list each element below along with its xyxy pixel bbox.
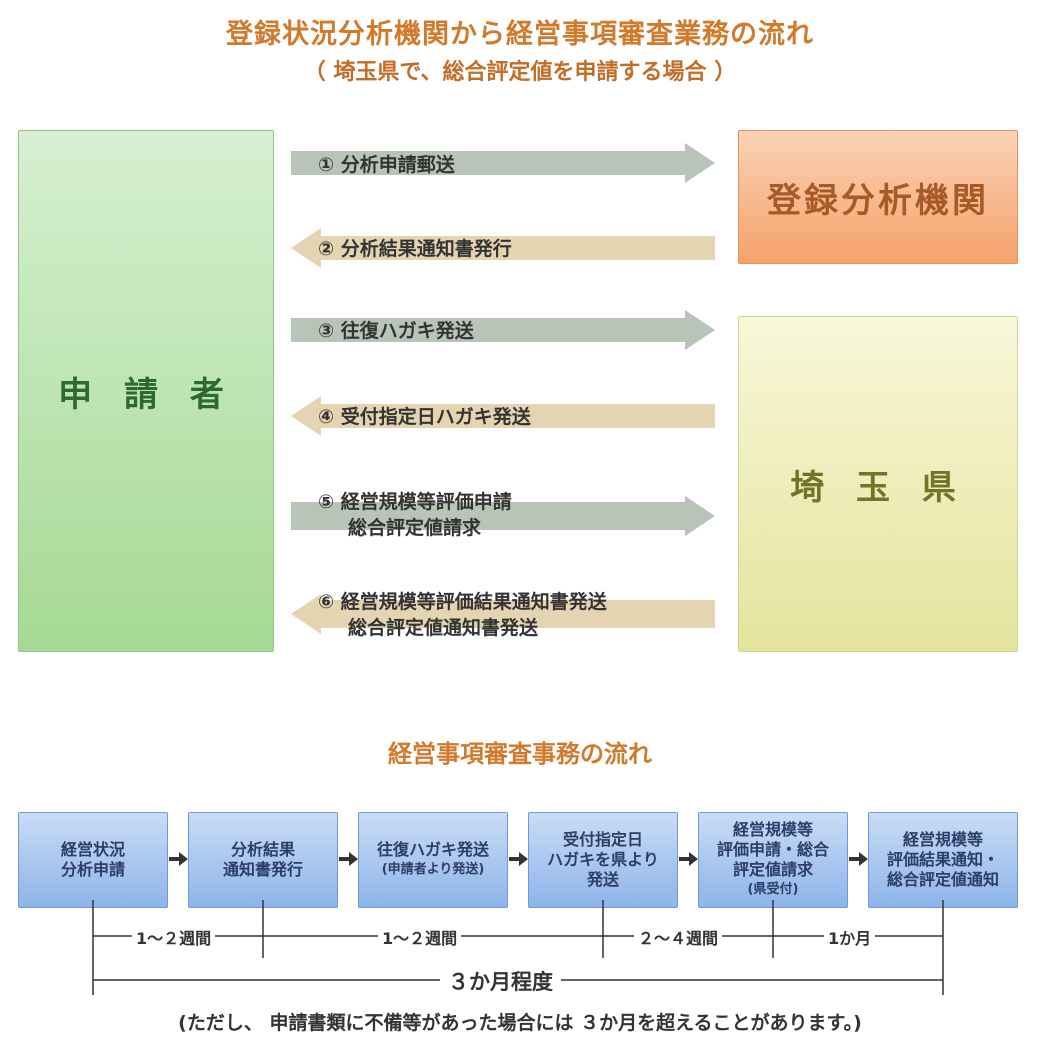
page-title: 登録状況分析機関から経営事項審査業務の流れ: [226, 19, 814, 50]
total-duration-label: ３か月程度: [440, 966, 561, 996]
flow-arrow-5: [291, 496, 715, 536]
registered-agency-box: 登録分析機関: [738, 130, 1018, 264]
process-step-6: 経営規模等評価結果通知・総合評定値通知: [868, 812, 1018, 908]
flow-arrows: [291, 143, 715, 634]
process-step-5: 経営規模等評価申請・総合評定値請求 (県受付): [698, 812, 848, 908]
flow-arrow-4: [291, 396, 715, 436]
process-step-text: 総合評定値通知: [886, 870, 999, 889]
flow-label-2: ② 分析結果通知書発行: [318, 238, 512, 260]
process-step-text: 往復ハガキ発送: [376, 840, 489, 859]
process-title: 経営事項審査事務の流れ: [388, 740, 652, 768]
step-arrow-icon: [169, 852, 188, 866]
process-step-1: 経営状況分析申請: [18, 812, 168, 908]
flow-arrow-1: [291, 143, 715, 183]
process-step-text: 経営規模等: [732, 820, 813, 839]
flow-arrow-2: [291, 228, 715, 268]
interval-label-1: 1～２週間: [132, 925, 216, 949]
step-arrow-icon: [679, 852, 698, 866]
applicant-box: 申 請 者: [18, 130, 274, 652]
flow-label-3: ③ 往復ハガキ発送: [318, 320, 474, 342]
step-arrow-icon: [849, 852, 868, 866]
process-step-text: ハガキを県より: [547, 850, 659, 869]
process-step-text: 評価結果通知・: [886, 850, 999, 869]
flow-label-4: ④ 受付指定日ハガキ発送: [318, 406, 531, 428]
flow-arrow-6: [291, 594, 715, 634]
agency-label: 登録分析機関: [767, 180, 989, 221]
step-arrow-icon: [339, 852, 358, 866]
footnote: (ただし、 申請書類に不備等があった場合には ３か月を超えることがあります。): [178, 1012, 862, 1034]
interval-label-2: 1～２週間: [378, 925, 462, 949]
process-step-text: 受付指定日: [562, 830, 643, 849]
process-step-note: (県受付): [747, 882, 799, 897]
page-subtitle: （ 埼玉県で、総合評定値を申請する場合 ）: [303, 60, 737, 85]
process-step-text: 経営状況: [60, 840, 125, 859]
process-step-text: 評価申請・総合: [716, 840, 829, 859]
flow-label-1: ① 分析申請郵送: [318, 154, 455, 176]
applicant-label: 申 請 者: [58, 374, 234, 415]
process-step-text: 発送: [586, 870, 619, 889]
flow-label-5: ⑤ 経営規模等評価申請 総合評定値請求: [318, 491, 512, 539]
process-step-text: 経営規模等: [902, 830, 983, 849]
interval-label-4: 1か月: [824, 925, 876, 949]
process-step-4: 受付指定日ハガキを県より発送: [528, 812, 678, 908]
process-step-text: 評定値請求: [732, 860, 813, 879]
process-step-note: (申請者より発送): [381, 862, 485, 877]
prefecture-label: 埼 玉 県: [790, 467, 966, 508]
prefecture-box: 埼 玉 県: [738, 316, 1018, 652]
process-step-3: 往復ハガキ発送 (申請者より発送): [358, 812, 508, 908]
process-step-text: 通知書発行: [222, 860, 303, 879]
flow-label-6: ⑥ 経営規模等評価結果通知書発送 総合評定値通知書発送: [318, 591, 607, 639]
flow-arrow-3: [291, 310, 715, 350]
process-step-text: 分析申請: [60, 860, 125, 879]
interval-label-3: ２～４週間: [634, 925, 723, 949]
process-step-text: 分析結果: [230, 840, 295, 859]
step-arrow-icon: [509, 852, 528, 866]
process-step-2: 分析結果通知書発行: [188, 812, 338, 908]
